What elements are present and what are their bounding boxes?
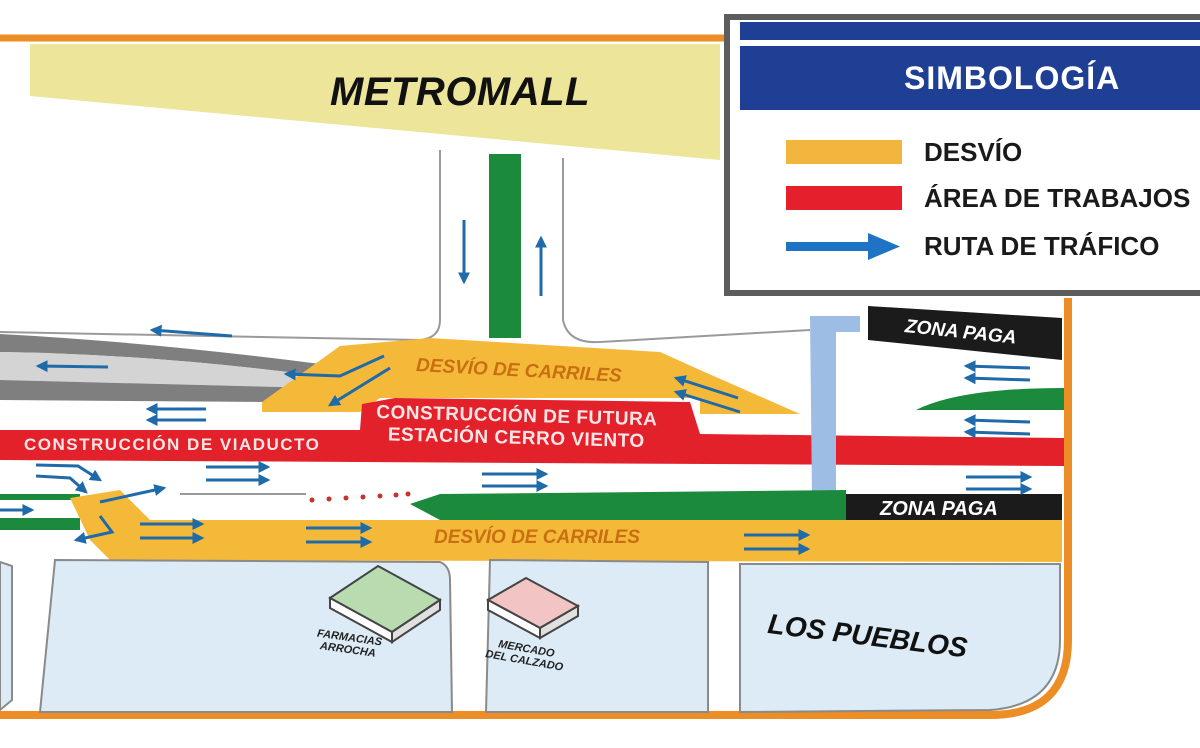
- gray-lanes: [0, 334, 320, 402]
- zona-paga-bottom-label: ZONA PAGA: [880, 498, 998, 520]
- legend-box: SIMBOLOGÍA DESVÍO ÁREA DE TRABAJOS RUTA …: [724, 14, 1200, 296]
- map-frame: [0, 34, 1072, 719]
- legend-item-ruta-trafico: RUTA DE TRÁFICO: [786, 230, 1159, 262]
- legend-item-area-trabajos: ÁREA DE TRABAJOS: [786, 182, 1190, 214]
- traffic-route-arrow-icon: [786, 233, 900, 260]
- legend-item-label: RUTA DE TRÁFICO: [924, 230, 1160, 261]
- metromall-block: [30, 44, 720, 160]
- median-green-vertical: [489, 154, 521, 338]
- median-green-lower: [410, 490, 846, 520]
- legend-title: SIMBOLOGÍA: [740, 46, 1200, 110]
- legend-item-desvio: DESVÍO: [786, 136, 1022, 168]
- legend-top-bar: [740, 22, 1200, 40]
- work-area-swatch-icon: [786, 186, 902, 210]
- farmacias-building-icon: [328, 564, 442, 644]
- city-blocks: [0, 558, 1061, 714]
- access-road: [0, 150, 811, 344]
- desvio-carriles-lower-label: DESVÍO DE CARRILES: [434, 527, 640, 548]
- pedestrian-walkway: [778, 316, 860, 514]
- desvio-lower: [70, 490, 1062, 562]
- median-green-right: [916, 388, 1064, 410]
- construccion-viaducto-label: CONSTRUCCIÓN DE VIADUCTO: [24, 435, 321, 454]
- zona-paga-top-bg: [868, 306, 1062, 360]
- desvio-swatch-icon: [786, 140, 902, 164]
- work-area: [0, 398, 1064, 466]
- traffic-arrows: [0, 324, 1033, 555]
- legend-item-label: ÁREA DE TRABAJOS: [924, 182, 1191, 213]
- metromall-label: METROMALL: [330, 70, 591, 114]
- dotted-marker: [309, 491, 411, 503]
- desvio-upper: [262, 338, 800, 414]
- futura-estacion-label: CONSTRUCCIÓN DE FUTURA ESTACIÓN CERRO VI…: [375, 402, 658, 453]
- legend-item-label: DESVÍO: [924, 136, 1023, 167]
- mercado-building-icon: [485, 576, 581, 640]
